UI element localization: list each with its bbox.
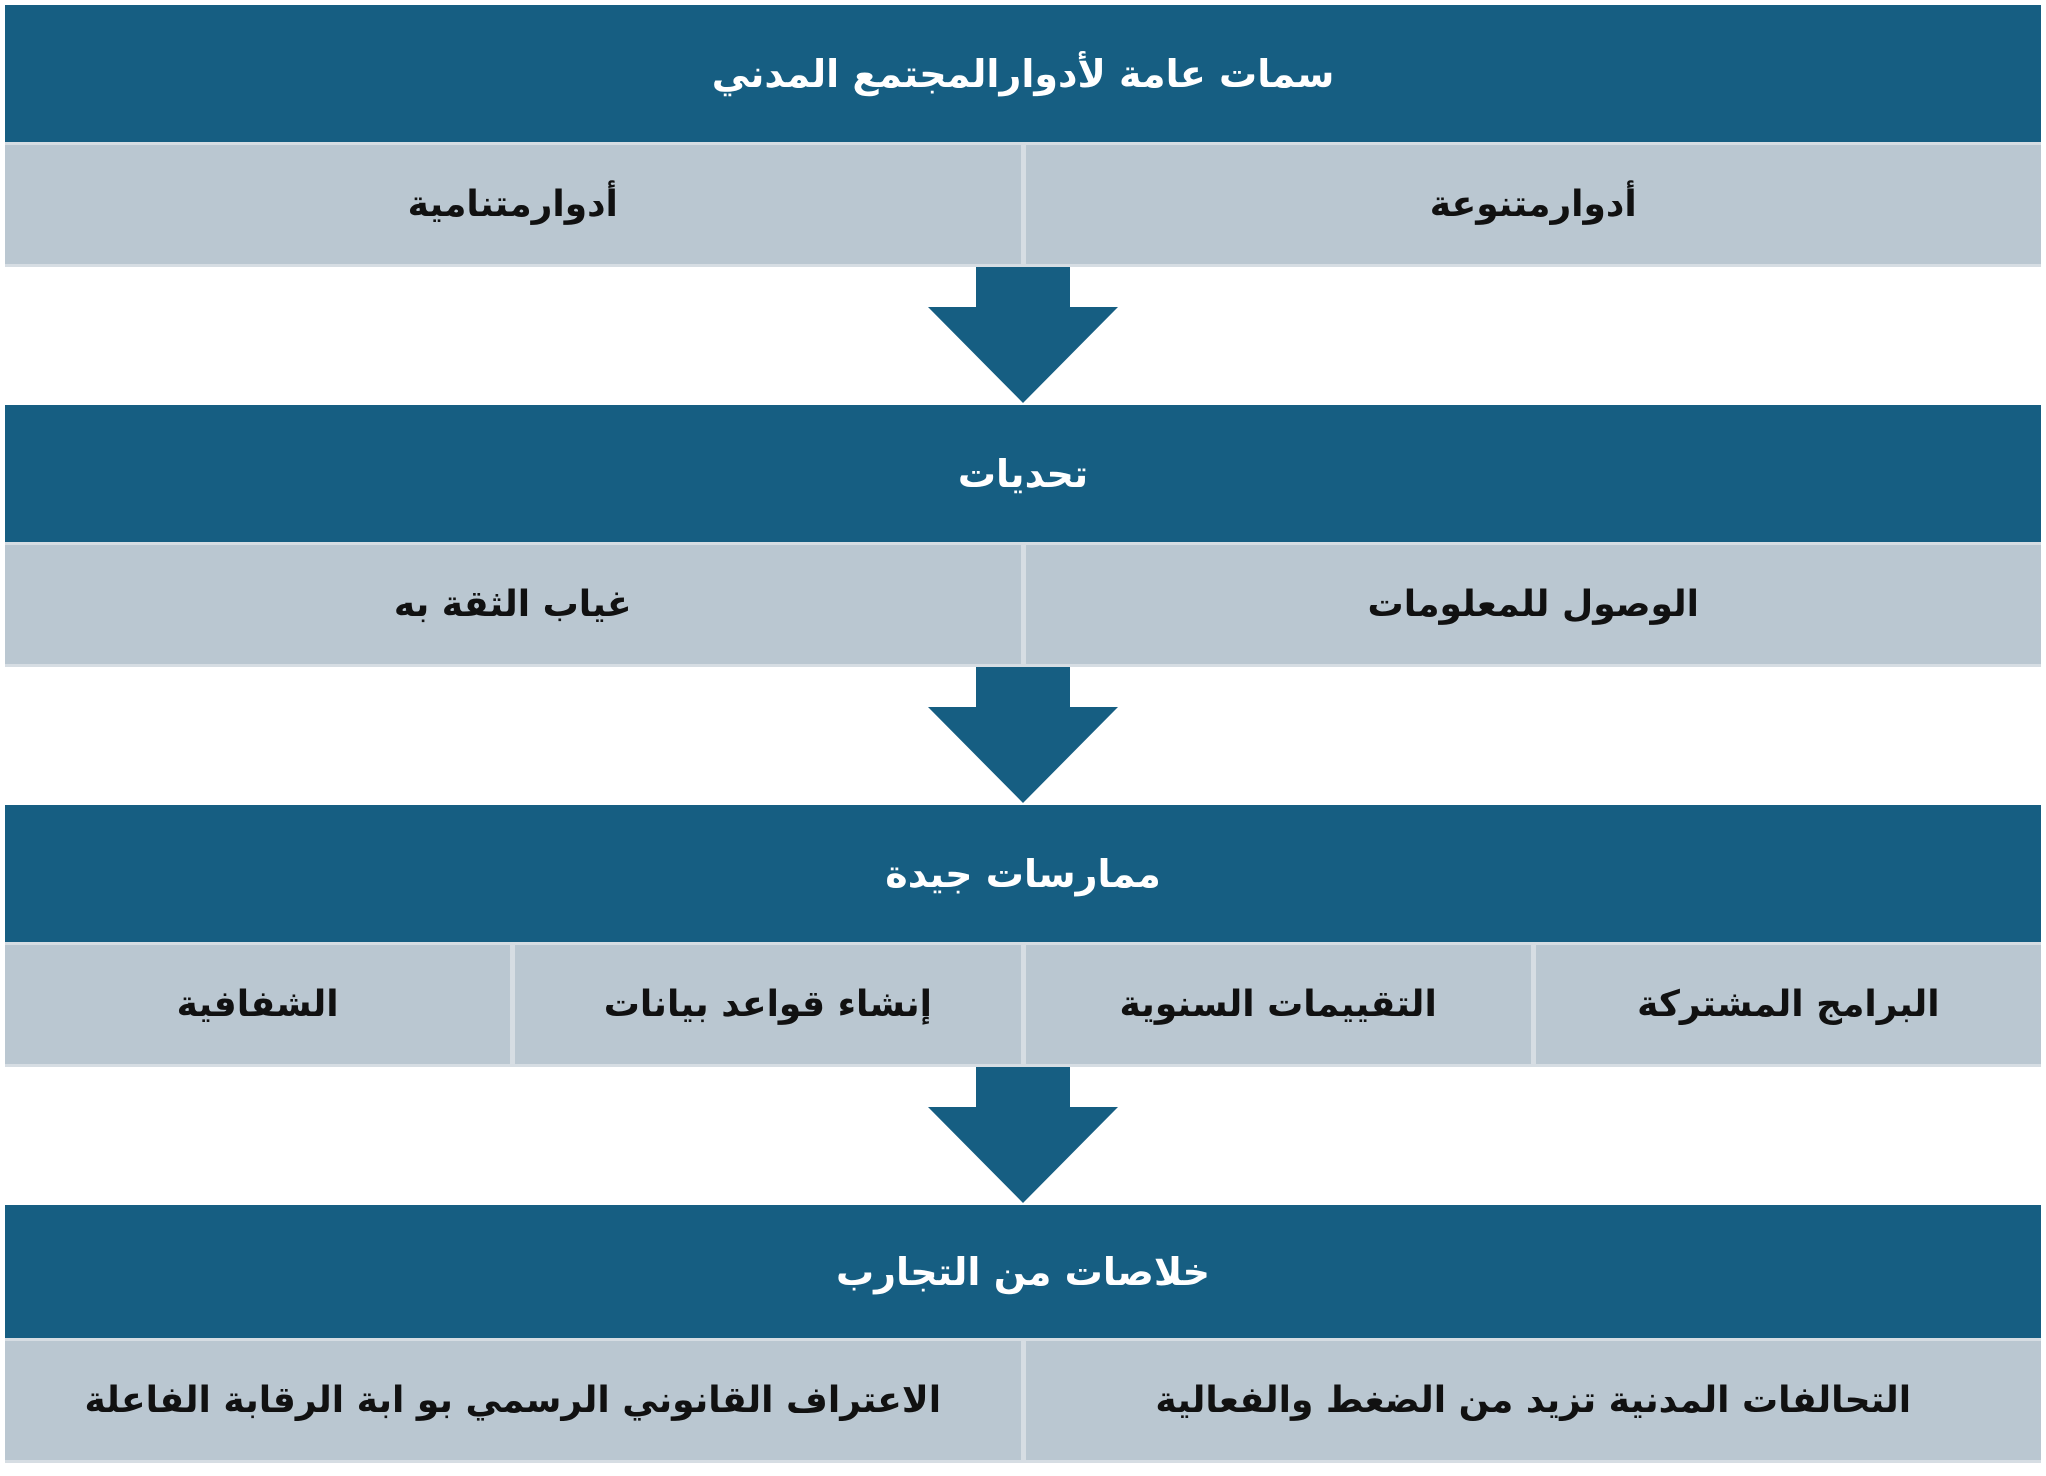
section-2-title: تحديات	[957, 451, 1089, 496]
section-4-item-1: التحالفات المدنية تزيد من الضغط والفعالي…	[1025, 1338, 2041, 1463]
section-3-item-3: إنشاء قواعد بيانات	[515, 942, 1026, 1067]
down-arrow-icon	[928, 267, 1118, 403]
section-2-header: تحديات	[5, 405, 2041, 542]
section-2-items: الوصول للمعلومات غياب الثقة به	[5, 542, 2041, 667]
down-arrow-icon	[928, 667, 1118, 803]
section-1-items: أدوارمتنوعة أدوارمتنامية	[5, 142, 2041, 267]
section-1-item-1: أدوارمتنوعة	[1025, 142, 2041, 267]
section-3-item-2: التقييمات السنوية	[1025, 942, 1536, 1067]
section-2-item-2: غياب الثقة به	[5, 542, 1026, 667]
section-4-item-2: الاعتراف القانوني الرسمي بو ابة الرقابة …	[5, 1338, 1026, 1463]
section-4-items: التحالفات المدنية تزيد من الضغط والفعالي…	[5, 1338, 2041, 1463]
section-3-item-4: الشفافية	[5, 942, 516, 1067]
down-arrow-icon	[928, 1067, 1118, 1203]
section-4-header: خلاصات من التجارب	[5, 1205, 2041, 1338]
section-3-header: ممارسات جيدة	[5, 805, 2041, 942]
section-3-item-1: البرامج المشتركة	[1535, 942, 2041, 1067]
section-3-items: البرامج المشتركة التقييمات السنوية إنشاء…	[5, 942, 2041, 1067]
section-4-title: خلاصات من التجارب	[835, 1249, 1211, 1294]
section-3-title: ممارسات جيدة	[885, 851, 1161, 896]
section-1-item-2: أدوارمتنامية	[5, 142, 1026, 267]
section-1-title: سمات عامة لأدوارالمجتمع المدني	[711, 51, 1335, 96]
section-1-header: سمات عامة لأدوارالمجتمع المدني	[5, 5, 2041, 142]
section-2-item-1: الوصول للمعلومات	[1025, 542, 2041, 667]
